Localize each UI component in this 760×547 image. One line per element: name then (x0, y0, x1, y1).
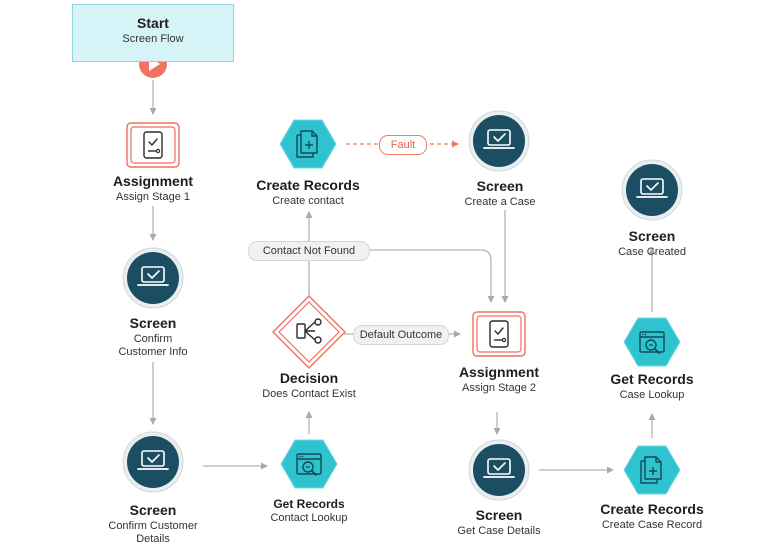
screen-node-confirm-details[interactable] (122, 431, 184, 493)
decision-node[interactable] (272, 295, 346, 369)
screen-create-case-label: Screen Create a Case (420, 178, 580, 209)
node-title: Assignment (112, 173, 194, 189)
edge-notfound-assign2 (368, 249, 495, 303)
screen-case-details-label: Screen Get Case Details (419, 507, 579, 538)
fault-edge-label[interactable]: Fault (379, 135, 427, 155)
node-subtitle: Customer Info (118, 346, 188, 359)
node-title: Get Records (610, 371, 694, 387)
get-records-node-contact[interactable] (280, 439, 338, 489)
node-subtitle: Get Case Details (457, 524, 541, 537)
create-case-label: Create Records Create Case Record (572, 501, 732, 532)
search-window-icon (639, 331, 665, 354)
node-subtitle: Create contact (272, 194, 344, 207)
screen-node-confirm-info[interactable] (122, 247, 184, 309)
node-title: Assignment (458, 364, 540, 380)
node-title: Create Records (600, 501, 704, 517)
node-title: Screen (475, 507, 523, 523)
clipboard-icon (143, 131, 163, 159)
start-node[interactable]: Start Screen Flow (72, 4, 234, 62)
start-subtitle: Screen Flow (122, 33, 184, 45)
node-subtitle: Create Case Record (601, 518, 703, 531)
node-title: Get Records (273, 497, 345, 511)
start-play-hotspot[interactable] (139, 50, 167, 78)
screen-confirm-info-label: Screen Confirm Customer Info (73, 315, 233, 360)
assignment-2-label: Assignment Assign Stage 2 (419, 364, 579, 395)
clipboard-icon (489, 320, 509, 348)
node-subtitle: Details (136, 533, 170, 546)
create-records-node-contact[interactable] (279, 119, 337, 169)
node-subtitle: Case Created (618, 245, 686, 258)
node-subtitle: Does Contact Exist (262, 387, 356, 400)
contact-not-found-edge-label[interactable]: Contact Not Found (248, 241, 370, 261)
node-subtitle: Contact Lookup (270, 512, 348, 524)
node-subtitle: Create a Case (464, 195, 536, 208)
node-subtitle: Case Lookup (619, 388, 685, 401)
create-contact-label: Create Records Create contact (228, 177, 388, 208)
screen-confirm-details-label: Screen Confirm Customer Details (73, 502, 233, 547)
node-title: Create Records (256, 177, 360, 193)
node-title: Screen (628, 228, 676, 244)
default-outcome-edge-label[interactable]: Default Outcome (353, 325, 449, 345)
screen-node-case-created[interactable] (621, 159, 683, 221)
decision-label: Decision Does Contact Exist (229, 370, 389, 401)
node-title: Screen (129, 315, 177, 331)
get-records-node-case[interactable] (623, 317, 681, 367)
get-case-label: Get Records Case Lookup (572, 371, 732, 402)
node-subtitle: Confirm Customer (108, 519, 198, 532)
assignment-node-2[interactable] (472, 311, 526, 357)
node-subtitle: Assign Stage 1 (116, 190, 190, 203)
create-records-node-case[interactable] (623, 445, 681, 495)
screen-case-created-label: Screen Case Created (572, 228, 732, 259)
node-subtitle: Assign Stage 2 (462, 381, 536, 394)
assignment-node-1[interactable] (126, 122, 180, 168)
assignment-1-label: Assignment Assign Stage 1 (73, 173, 233, 204)
node-title: Decision (279, 370, 339, 386)
start-title: Start (137, 15, 169, 31)
node-title: Screen (476, 178, 524, 194)
node-title: Screen (129, 502, 177, 518)
node-subtitle: Confirm (133, 332, 173, 345)
get-contact-label: Get Records Contact Lookup (229, 497, 389, 526)
branch-icon (296, 318, 322, 344)
search-window-icon (296, 453, 322, 476)
screen-node-create-case[interactable] (468, 110, 530, 172)
screen-node-case-details[interactable] (468, 439, 530, 501)
